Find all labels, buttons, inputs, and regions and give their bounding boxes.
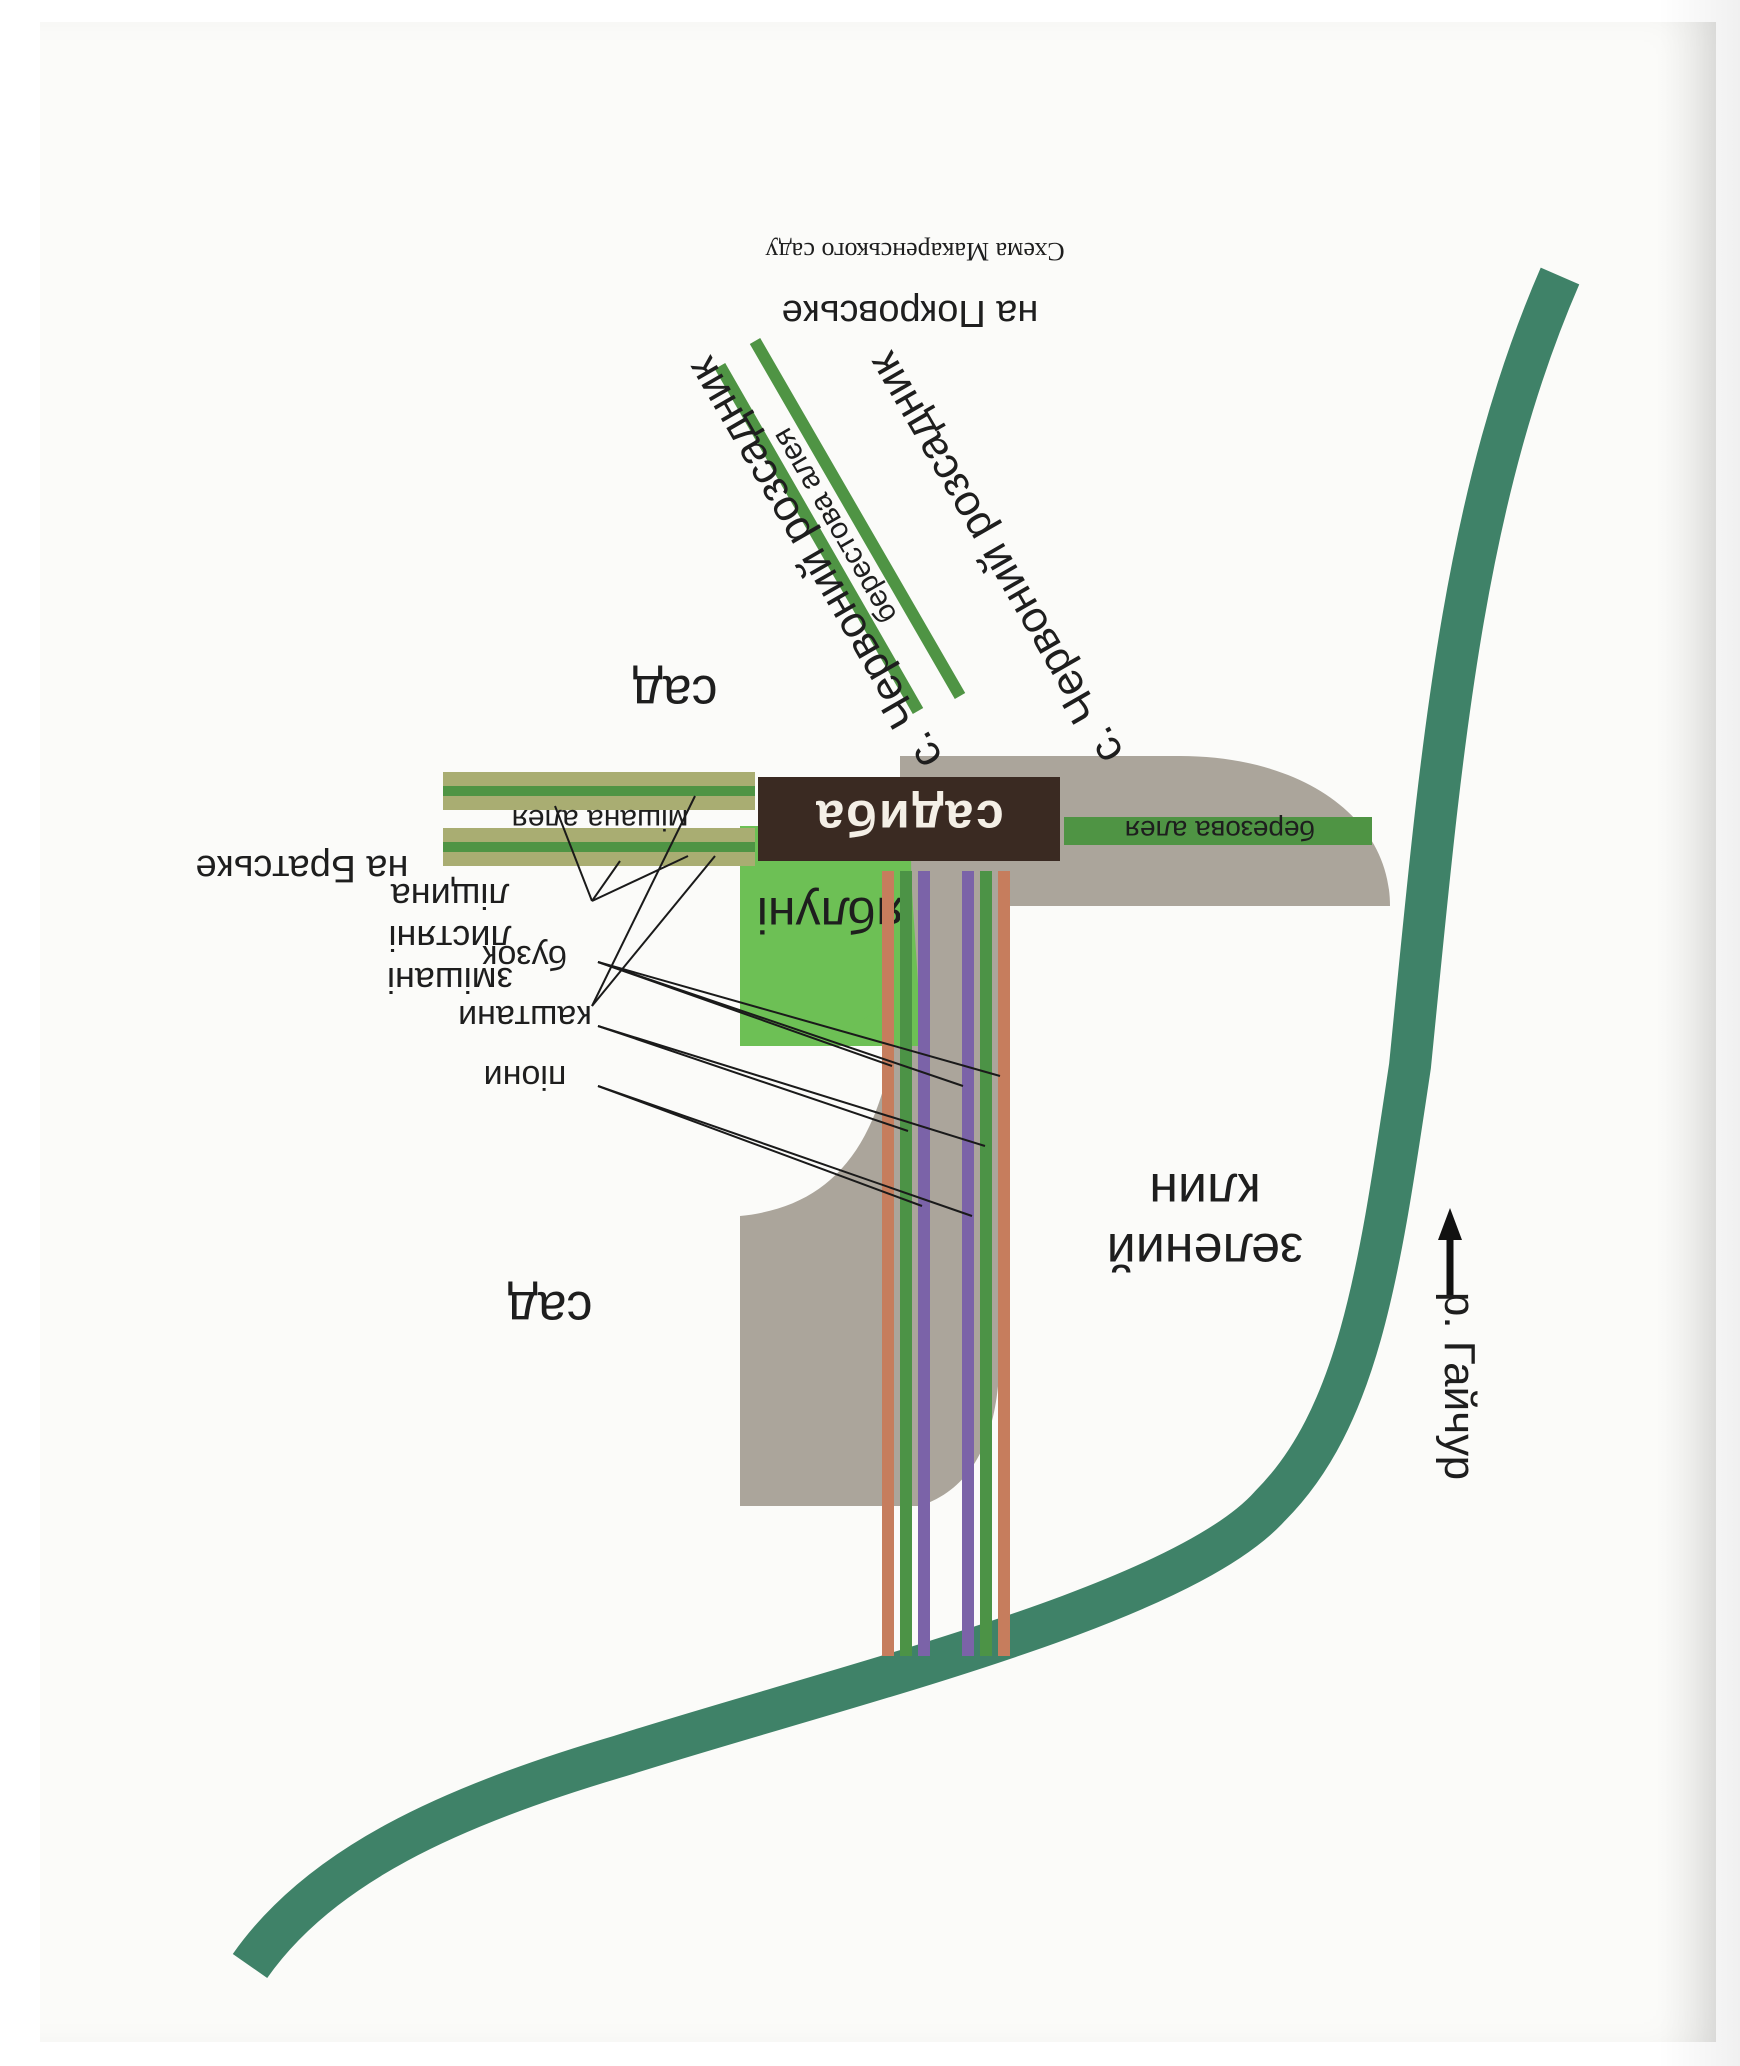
green-wedge-label-2: клин xyxy=(1149,1162,1260,1220)
birch-alley xyxy=(1064,817,1372,845)
scan-shadow xyxy=(1658,0,1740,2066)
map-caption: Схема Макаренського саду xyxy=(765,237,1064,266)
legend-chestnut: каштани xyxy=(458,998,592,1036)
mixed-label-2: листяні xyxy=(389,918,512,959)
mixed-alley-label: мішана алея xyxy=(512,803,689,836)
apple-label: яблуні xyxy=(757,887,903,943)
birch-alley-label: березова алея xyxy=(1125,815,1315,846)
elm-alley xyxy=(714,337,966,714)
apple-orchard-round xyxy=(740,826,910,1046)
mixed-group-pointers xyxy=(554,795,716,1007)
alley-legend-pointers xyxy=(597,961,1001,1217)
river-flow-arrow xyxy=(1438,1208,1462,1296)
mixed-label-3: ліщина xyxy=(390,876,510,917)
green-wedge-label-1: зелений xyxy=(1107,1222,1304,1280)
legend-lilac: бузок xyxy=(482,938,568,976)
garden-label-upper: сад xyxy=(632,664,717,722)
estate-block xyxy=(758,777,1060,861)
river-label: р. Гайчур xyxy=(1435,1292,1484,1480)
garden-label-lower: сад xyxy=(507,1280,592,1338)
mixed-alley xyxy=(443,772,755,866)
legend-peony: піони xyxy=(484,1058,567,1096)
river-haichur xyxy=(232,267,1580,1979)
mixed-label-1: змішані xyxy=(387,960,513,1001)
to-bratske-label: на Братське xyxy=(195,847,408,889)
to-pokrovske-label: на Покровське xyxy=(782,292,1039,334)
estate-label: садиба xyxy=(814,790,1003,846)
